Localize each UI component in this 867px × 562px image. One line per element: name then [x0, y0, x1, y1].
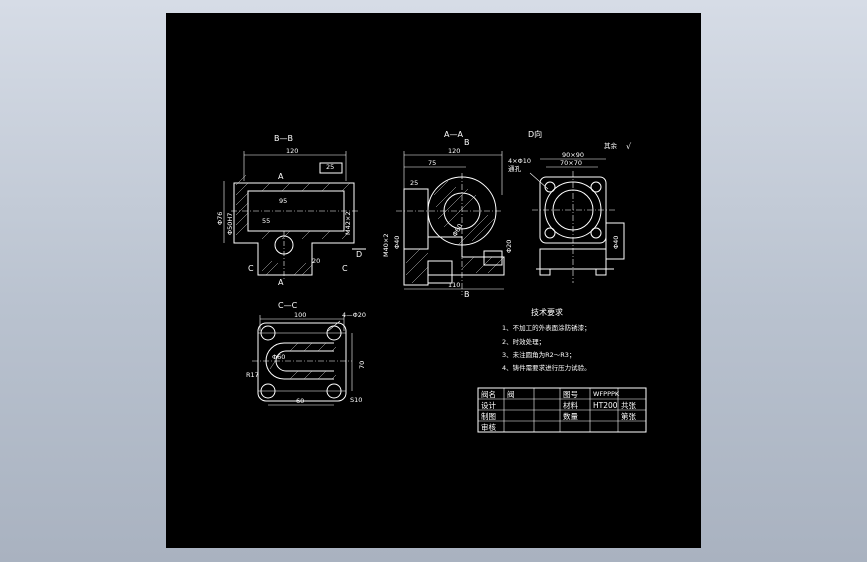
tb-r2-c1: 设计: [481, 400, 496, 410]
dim-bb-20: 20: [312, 257, 320, 265]
dim-aa-m40: M40×2: [382, 234, 390, 257]
dim-cc-70: 70: [358, 361, 366, 369]
view-d: D向 其余 √ 90×90 70×70 4×Φ10 通孔 Φ40: [508, 129, 632, 283]
dim-bb-95: 95: [279, 197, 287, 205]
tb-r3-c4: 数量: [563, 411, 578, 421]
tb-r3-c1: 制图: [481, 411, 496, 421]
dim-d-side: Φ40: [612, 236, 620, 249]
dim-aa-75: 75: [428, 159, 436, 167]
section-mark-a-bottom: A: [278, 278, 284, 287]
tb-r1-c4: 图号: [563, 390, 578, 399]
section-view-bb: B—B 120 25 95 55 20 Φ76 Φ50H7 M42×2 A A: [216, 134, 366, 287]
section-mark-a-top: A: [278, 172, 284, 181]
tech-item-1: 1、不加工的外表面涂防锈漆；: [502, 323, 591, 332]
hatch-cc: [269, 342, 337, 380]
dim-cc-r17: R17: [246, 371, 259, 379]
dim-d-70: 70×70: [560, 159, 582, 167]
dim-aa-d40: Φ40: [393, 236, 401, 249]
dim-aa-d60: Φ60: [451, 222, 465, 238]
dim-bb-d76: Φ76: [216, 212, 224, 225]
tb-r1-c1: 阀名: [481, 389, 496, 399]
dim-bb-d50: Φ50H7: [226, 213, 234, 235]
view-title-d: D向: [528, 129, 542, 139]
hatch-bb: [235, 174, 351, 276]
section-view-aa: A—A 120 75 25 110 Φ60 Φ40 Φ20 M40×2 B B: [382, 130, 513, 299]
dim-cc-100: 100: [294, 311, 306, 319]
tech-item-4: 4、铸件需要求进行压力试验。: [502, 363, 591, 372]
dim-aa-110: 110: [448, 281, 460, 289]
dim-d-through: 通孔: [508, 164, 522, 173]
section-mark-c-left: C: [248, 264, 254, 273]
tech-title: 技术要求: [531, 307, 563, 317]
technical-requirements: 技术要求 1、不加工的外表面涂防锈漆； 2、时效处理； 3、未注圆角为R2～R3…: [502, 307, 591, 372]
dim-bb-m42: M42×2: [344, 212, 352, 235]
dim-cc-d60: Φ60: [272, 353, 285, 361]
tb-r2-c4: 材料: [563, 400, 578, 410]
dim-bb-55: 55: [262, 217, 270, 225]
section-mark-c-right: C: [342, 264, 348, 273]
dim-cc-s10: S10: [350, 396, 362, 404]
dim-bb-120: 120: [286, 147, 298, 155]
tb-r2-c5: HT200: [593, 401, 618, 410]
dim-aa-25: 25: [410, 179, 418, 187]
hatch-aa-base: [405, 248, 505, 284]
section-mark-b-top: B: [464, 138, 470, 147]
dim-d-90: 90×90: [562, 151, 584, 159]
tb-r4-c1: 审核: [481, 422, 496, 432]
drawing-sheet: B—B 120 25 95 55 20 Φ76 Φ50H7 M42×2 A A: [166, 13, 701, 548]
tb-r2-c6: 共张: [621, 401, 636, 410]
section-mark-b-bottom: B: [464, 290, 470, 299]
dim-aa-120: 120: [448, 147, 460, 155]
tech-item-3: 3、未注圆角为R2～R3；: [502, 350, 575, 359]
tech-item-2: 2、时效处理；: [502, 337, 545, 346]
view-title-aa: A—A: [444, 130, 463, 139]
tb-r3-c6: 第张: [621, 411, 636, 421]
drawing-canvas: B—B 120 25 95 55 20 Φ76 Φ50H7 M42×2 A A: [216, 129, 647, 433]
tb-r1-c6: WFPPPK: [593, 390, 620, 398]
view-title-bb: B—B: [274, 134, 293, 143]
section-view-cc: C—C 100 4—Φ20 70 60 R17 Φ60 S10: [246, 301, 366, 406]
roughness-note: 其余: [604, 141, 618, 150]
view-title-cc: C—C: [278, 301, 298, 310]
dim-cc-60: 60: [296, 397, 304, 405]
dim-aa-d20: Φ20: [505, 240, 513, 253]
dim-d-holes: 4×Φ10: [508, 157, 531, 165]
tb-r1-c2: 阀: [507, 390, 515, 399]
roughness-symbol: √: [626, 142, 632, 151]
view-mark-d: D: [356, 250, 362, 259]
dim-cc-holes: 4—Φ20: [342, 311, 366, 319]
dim-bb-25: 25: [326, 163, 334, 171]
title-block: 阀名 阀 图号 WFPPPK 设计 材料 HT200 共张 制图 数量 第张 审…: [477, 387, 647, 433]
